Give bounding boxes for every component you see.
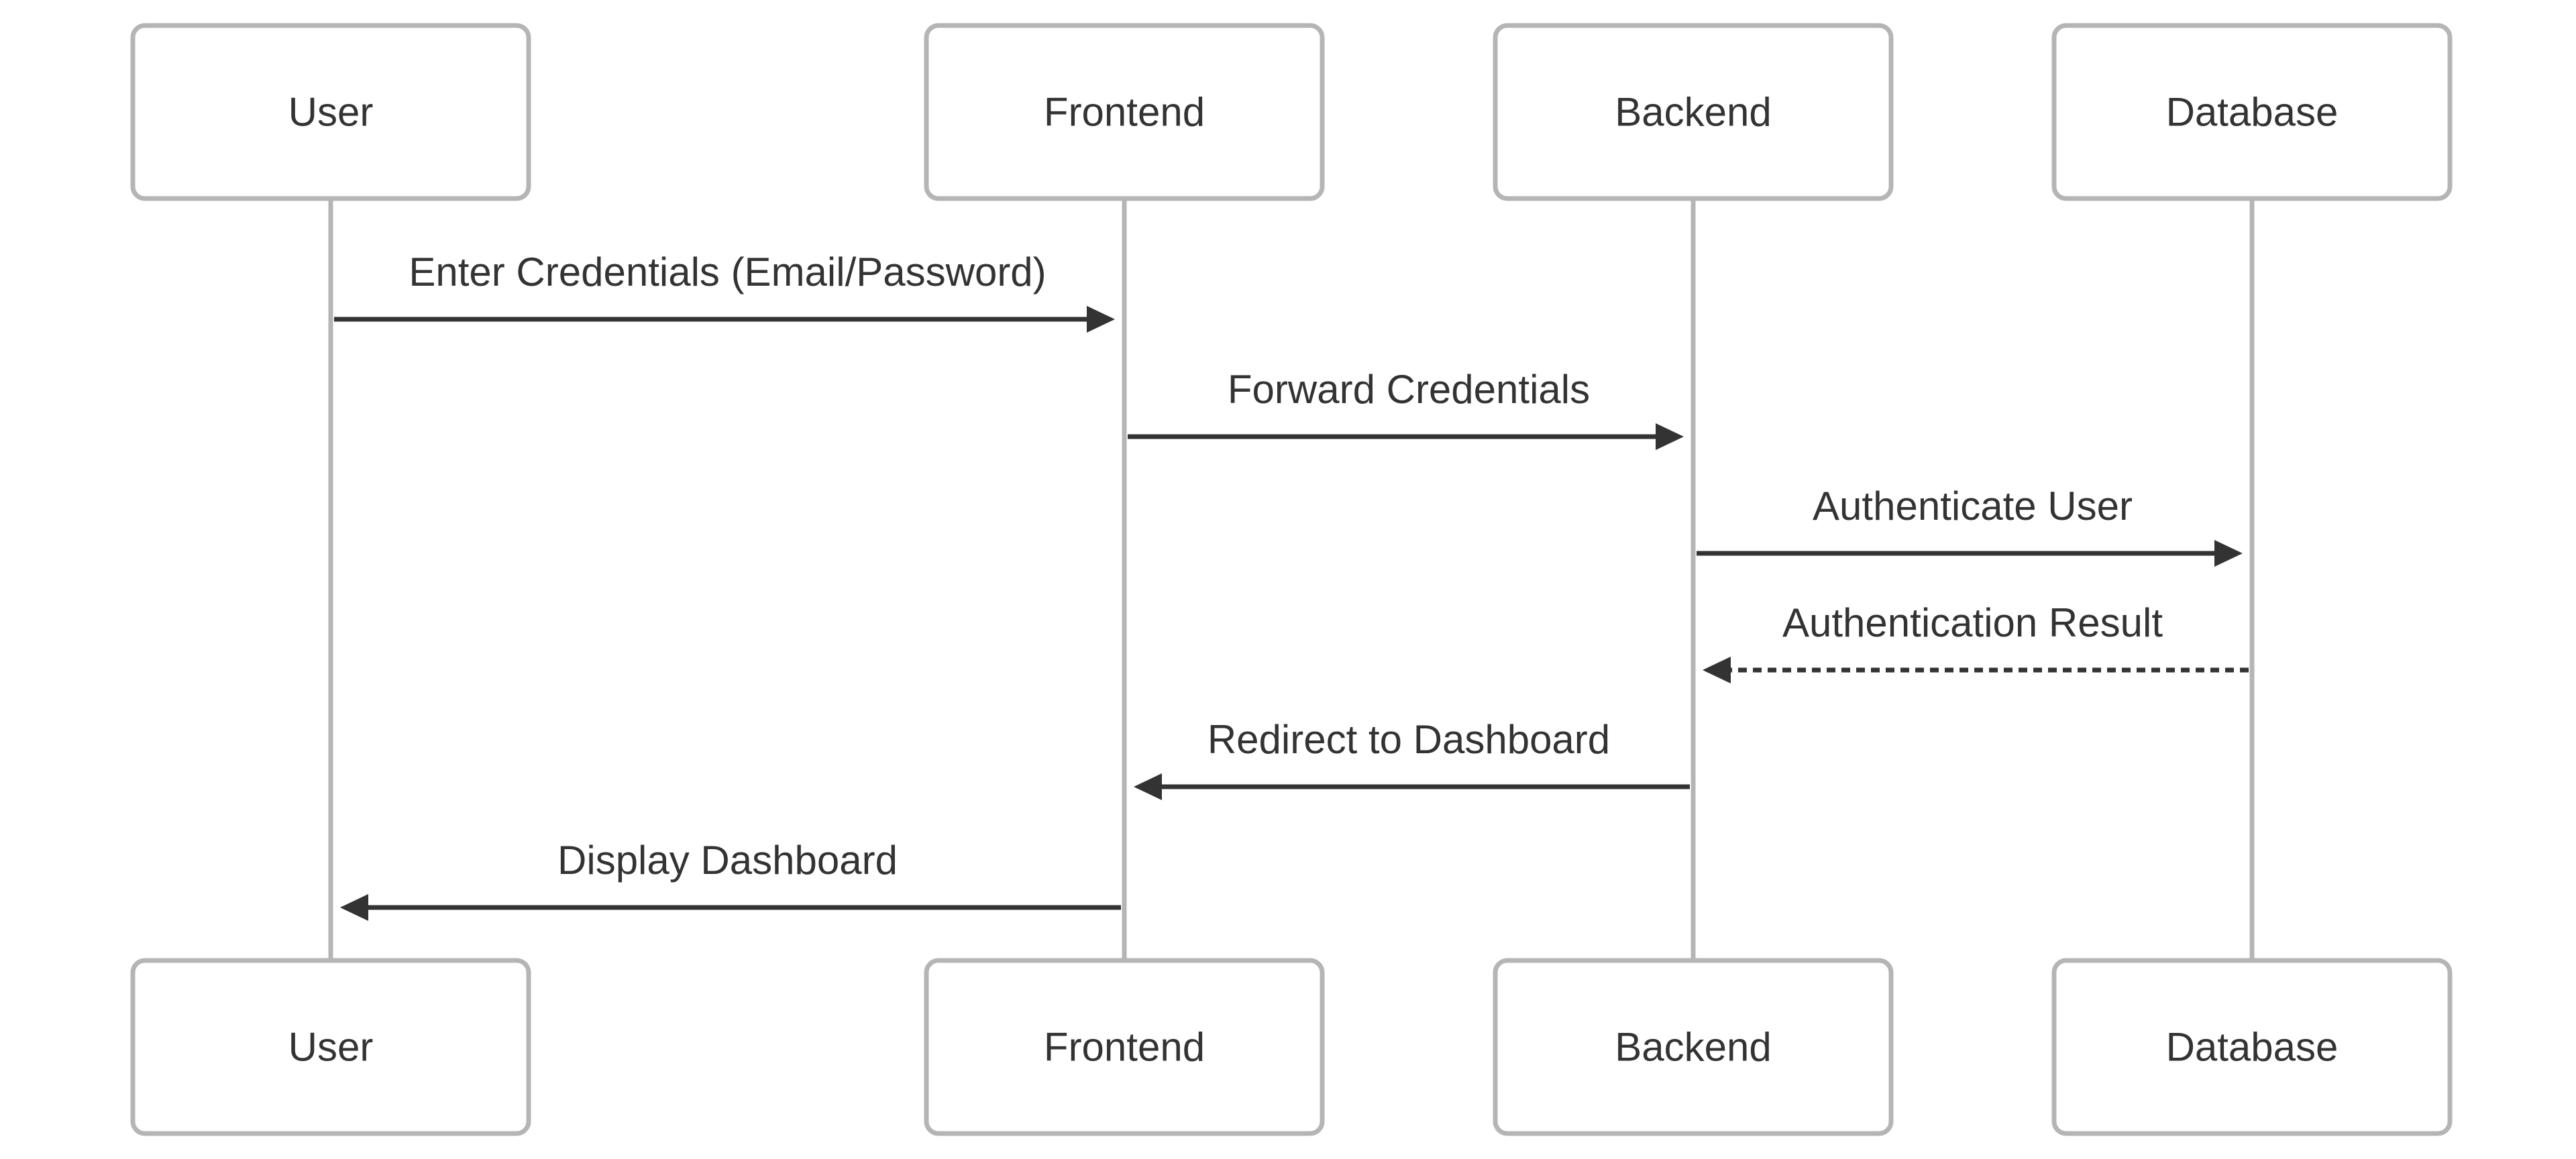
arrowhead-icon bbox=[1703, 657, 1731, 683]
arrowhead-icon bbox=[1656, 423, 1684, 450]
lifelines bbox=[328, 199, 2255, 960]
actor-user-bottom: User bbox=[130, 958, 531, 1136]
actor-label: Backend bbox=[1615, 1025, 1772, 1070]
actor-box bbox=[1493, 958, 1894, 1136]
message-label: Enter Credentials (Email/Password) bbox=[409, 250, 1046, 294]
message-label: Authentication Result bbox=[1782, 600, 2163, 645]
message-3: Authenticate User bbox=[1697, 484, 2243, 567]
messages: Enter Credentials (Email/Password) Forwar… bbox=[334, 250, 2249, 921]
actor-label: Frontend bbox=[1044, 90, 1205, 135]
actor-box bbox=[130, 958, 531, 1136]
arrowhead-icon bbox=[340, 894, 368, 921]
actors-bottom: User Frontend Backend Database bbox=[130, 958, 2453, 1136]
actor-database-top: Database bbox=[2051, 23, 2453, 201]
actor-backend-top: Backend bbox=[1493, 23, 1894, 201]
message-label: Forward Credentials bbox=[1228, 367, 1590, 412]
message-6: Display Dashboard bbox=[340, 838, 1121, 921]
actors-top: User Frontend Backend Database bbox=[130, 23, 2453, 201]
message-2: Forward Credentials bbox=[1128, 367, 1684, 450]
actor-box bbox=[130, 23, 531, 201]
actor-box bbox=[2051, 958, 2453, 1136]
message-1: Enter Credentials (Email/Password) bbox=[334, 250, 1115, 333]
arrowhead-icon bbox=[2214, 540, 2243, 567]
actor-database-bottom: Database bbox=[2051, 958, 2453, 1136]
actor-user-top: User bbox=[130, 23, 531, 201]
actor-label: Backend bbox=[1615, 90, 1772, 135]
actor-backend-bottom: Backend bbox=[1493, 958, 1894, 1136]
message-label: Authenticate User bbox=[1813, 484, 2133, 529]
arrowhead-icon bbox=[1134, 773, 1162, 800]
arrowhead-icon bbox=[1087, 306, 1115, 333]
actor-label: Database bbox=[2166, 1025, 2339, 1070]
actor-label: User bbox=[288, 1025, 374, 1070]
actor-frontend-bottom: Frontend bbox=[924, 958, 1325, 1136]
actor-box bbox=[1493, 23, 1894, 201]
actor-frontend-top: Frontend bbox=[924, 23, 1325, 201]
actor-box bbox=[2051, 23, 2453, 201]
message-5: Redirect to Dashboard bbox=[1134, 717, 1690, 800]
actor-label: User bbox=[288, 90, 374, 135]
message-label: Display Dashboard bbox=[557, 838, 898, 883]
message-label: Redirect to Dashboard bbox=[1208, 717, 1610, 762]
actor-label: Database bbox=[2166, 90, 2339, 135]
actor-box bbox=[924, 23, 1325, 201]
actor-box bbox=[924, 958, 1325, 1136]
message-4: Authentication Result bbox=[1703, 600, 2249, 683]
actor-label: Frontend bbox=[1044, 1025, 1205, 1070]
